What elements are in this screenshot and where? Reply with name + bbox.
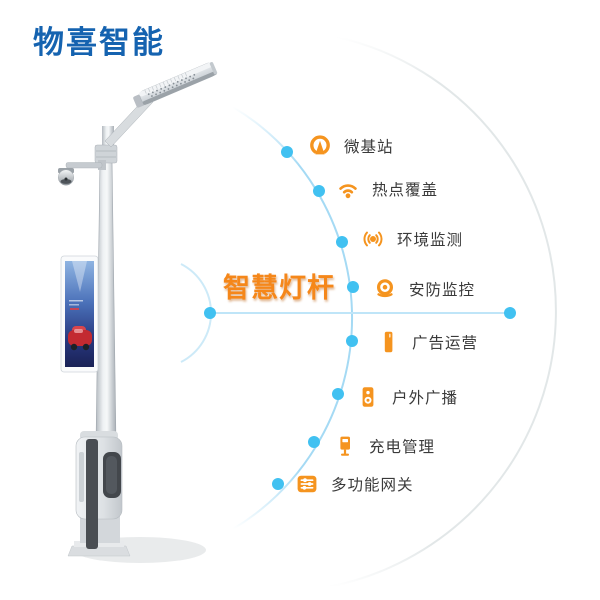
led-grid: [147, 73, 196, 97]
feature-label: 户外广播: [392, 390, 459, 407]
feature-label: 安防监控: [409, 282, 476, 299]
feature-row-environment-monitoring: 环境监测: [361, 226, 463, 252]
pole-base: [67, 514, 131, 557]
car-graphic: [68, 326, 92, 351]
billboard-icon: [384, 331, 393, 353]
street-lamp-head: [133, 62, 218, 108]
cctv-camera: [58, 160, 106, 186]
gateway-icon: [297, 475, 317, 493]
feature-row-outdoor-broadcast: 户外广播: [356, 384, 458, 410]
connector-dot: [347, 281, 359, 293]
connector-dots: [204, 146, 516, 490]
connector-dot: [313, 185, 325, 197]
feature-label: 广告运营: [412, 335, 479, 352]
lamp-arm: [104, 95, 154, 148]
company-logo: 物喜智能: [33, 25, 165, 60]
led-ad-display: [60, 255, 99, 373]
connector-dot: [308, 436, 320, 448]
connector-dot: [336, 236, 348, 248]
feature-label: 充电管理: [369, 439, 436, 456]
connector-dot: [281, 146, 293, 158]
heat-sink-ribs: [144, 72, 188, 94]
micro-base-station-icon: [310, 135, 330, 155]
signal-waves-icon: [363, 231, 383, 247]
connector-dot: [346, 335, 358, 347]
security-camera-icon: [376, 279, 394, 298]
feature-row-hotspot-coverage: 热点覆盖: [336, 176, 438, 202]
feature-row-advertising-operation: 广告运营: [376, 329, 478, 355]
connector-dot: [204, 307, 216, 319]
camera-lens: [64, 177, 68, 181]
feature-row-micro-base-station: 微基站: [308, 133, 394, 159]
connector-dot: [504, 307, 516, 319]
charging-cabinet: [75, 431, 123, 549]
pole-shaft: [95, 159, 117, 445]
feature-row-security-monitoring: 安防监控: [373, 276, 475, 302]
feature-label: 环境监测: [397, 232, 464, 249]
charging-pile-icon: [340, 436, 350, 456]
diagram-center-label: 智慧灯杆: [223, 273, 335, 303]
wifi-icon: [339, 184, 357, 199]
connector-dot: [332, 388, 344, 400]
feature-label: 热点覆盖: [372, 182, 439, 199]
feature-row-multifunction-gateway: 多功能网关: [295, 471, 414, 497]
loudspeaker-icon: [362, 387, 374, 407]
cabinet-front-stripe: [86, 439, 98, 549]
feature-label: 微基站: [344, 139, 394, 156]
feature-label: 多功能网关: [331, 477, 414, 494]
outer-circle-arc: [327, 36, 557, 588]
connector-dot: [272, 478, 284, 490]
feature-row-charging-management: 充电管理: [333, 433, 435, 459]
